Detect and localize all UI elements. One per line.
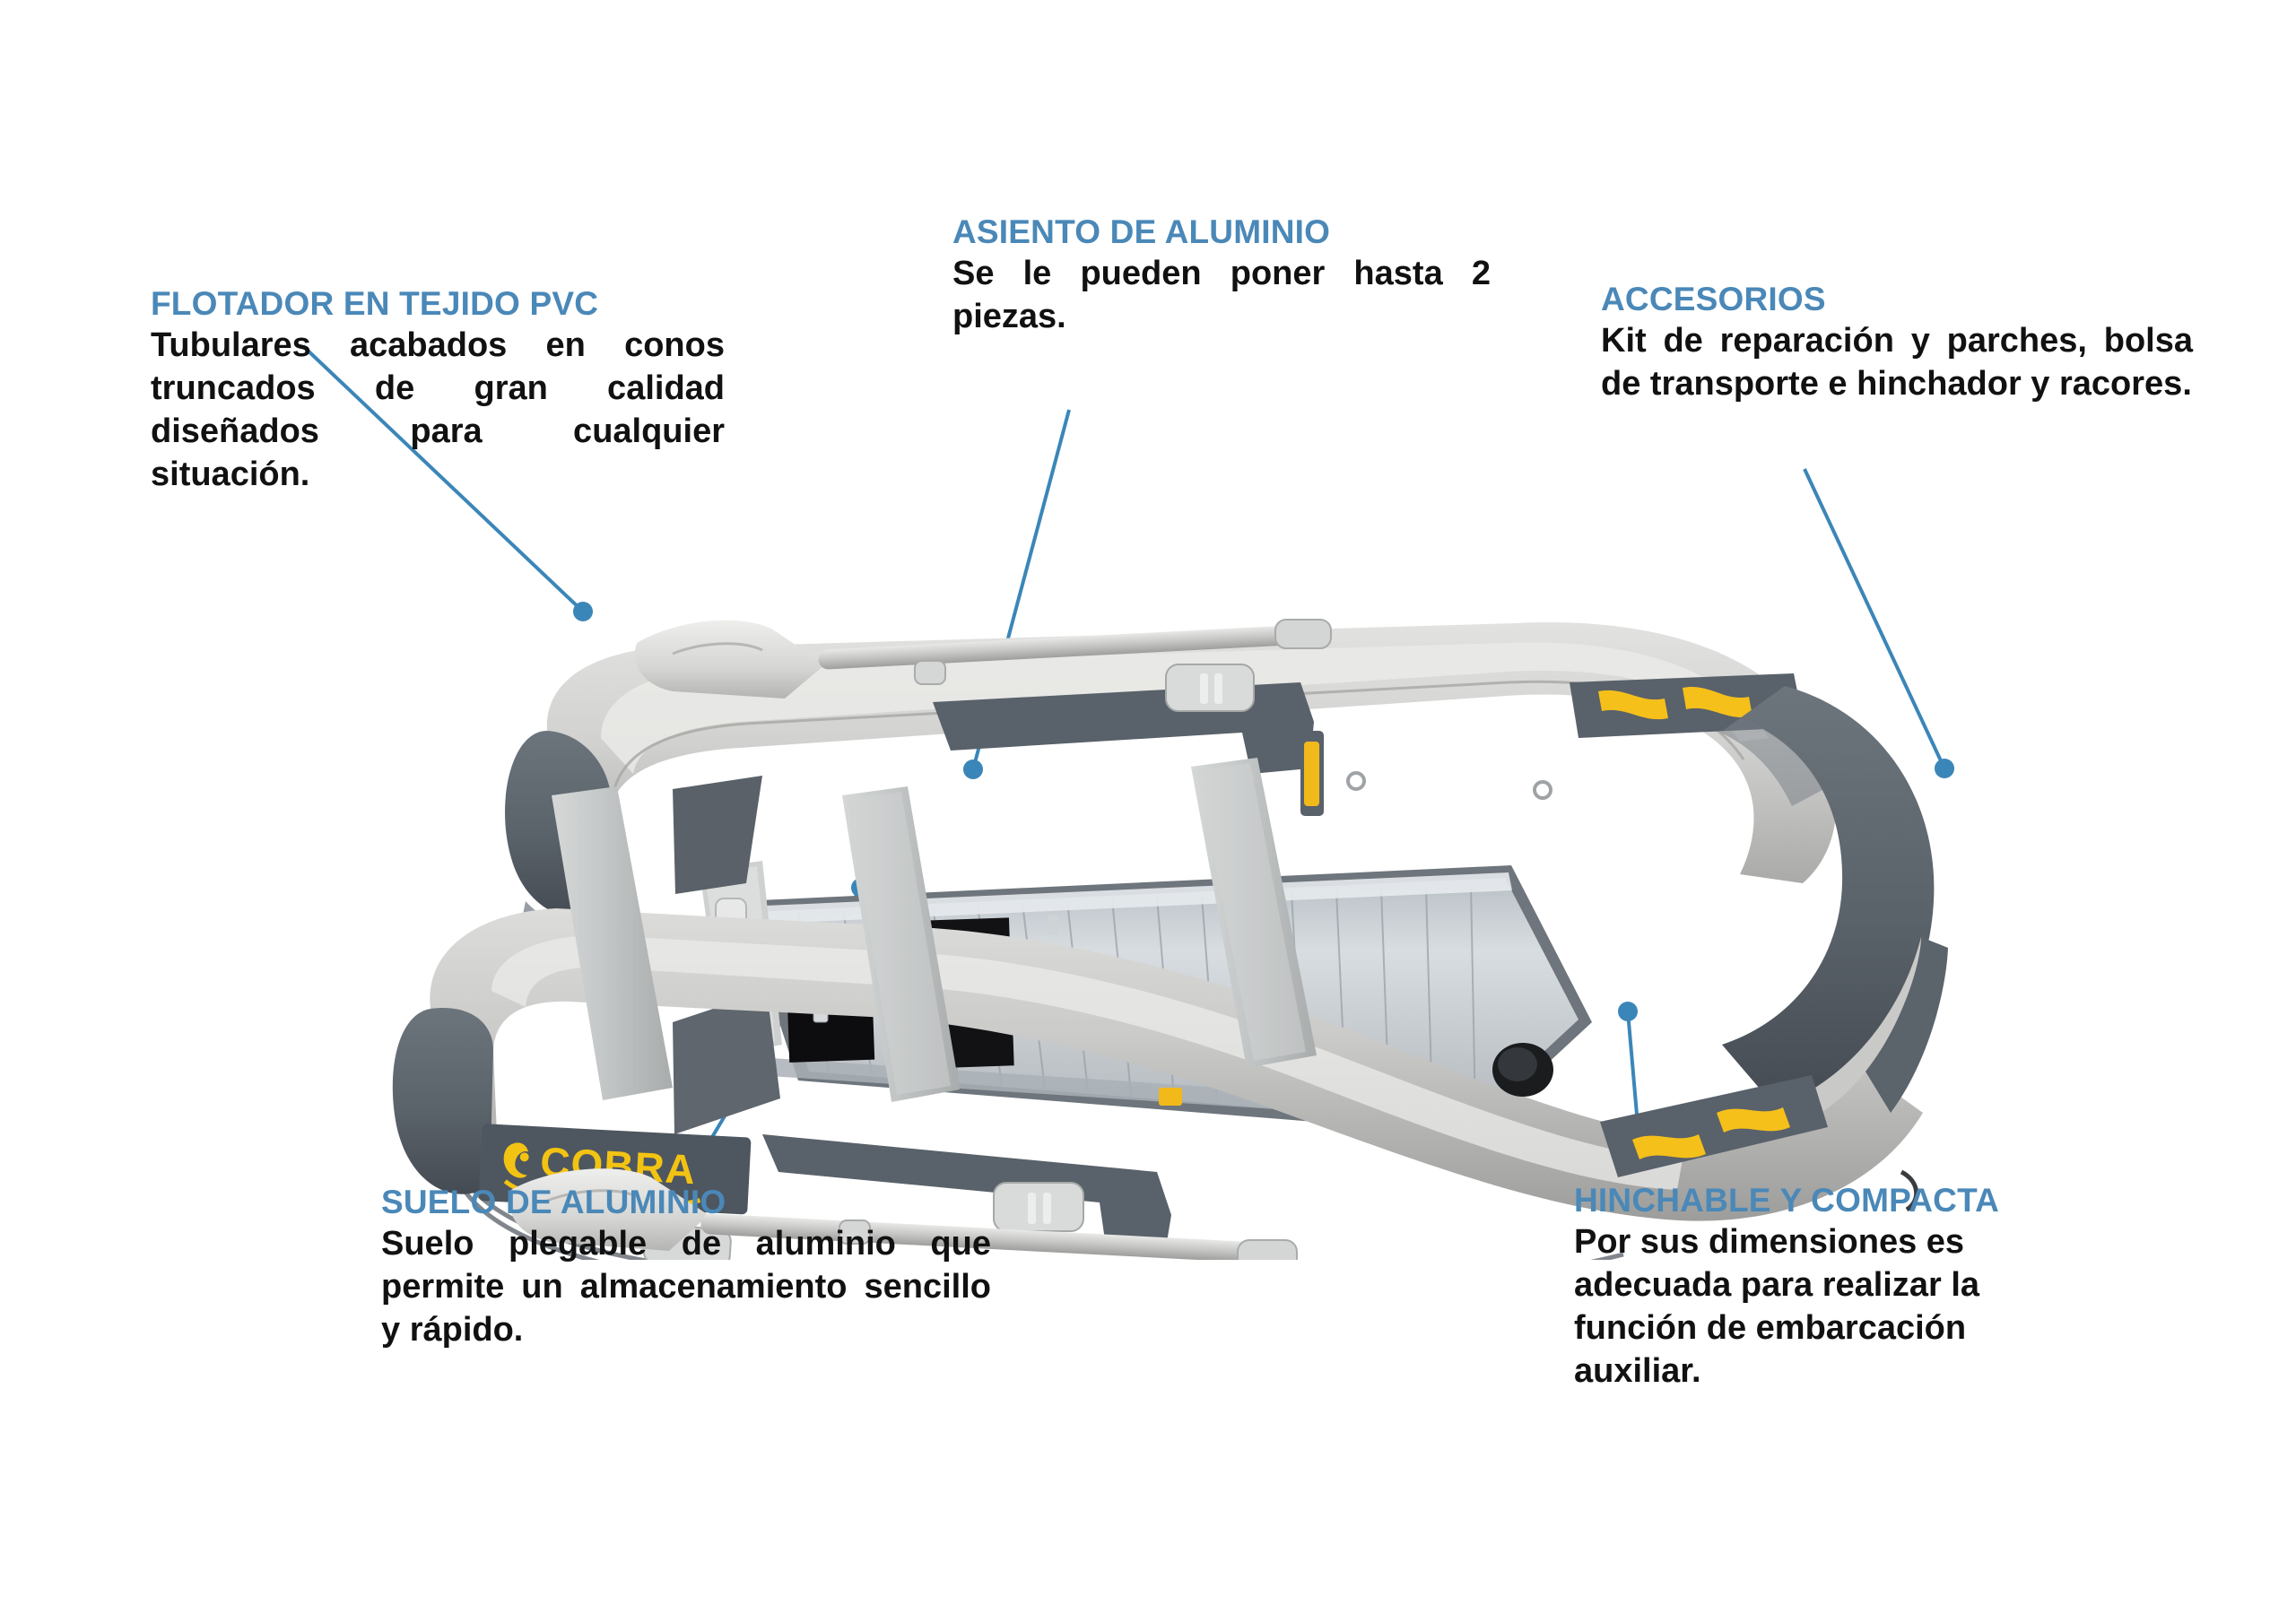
- lower-tube-patch: [762, 1134, 1171, 1247]
- floor-strap-yellow: [1159, 1088, 1182, 1106]
- callout-asiento: ASIENTO DE ALUMINIO Se le pueden poner h…: [952, 213, 1491, 339]
- oar-clip-upper: [914, 660, 946, 685]
- callout-suelo-title: SUELO DE ALUMINIO: [381, 1184, 726, 1220]
- callout-flotador: FLOTADOR EN TEJIDO PVC Tubulares acabado…: [151, 285, 725, 497]
- bench-seat-aft: [842, 786, 960, 1102]
- oarlock: [1165, 664, 1255, 712]
- stern-cone-lower-left: [392, 1008, 493, 1194]
- bench-seat-forward: [552, 786, 673, 1100]
- grab-handle-yellow-lower: [1600, 1075, 1828, 1177]
- callout-flotador-body: Tubulares acabados en conos truncados de…: [151, 326, 725, 494]
- bow-side-gusset: [673, 776, 762, 894]
- product-photo-inflatable-boat: COBRA NT: [377, 507, 2018, 1260]
- bench-seat-mid: [1191, 758, 1317, 1068]
- oar-clip-lower: [839, 1219, 871, 1245]
- upper-grab-strap-yellow: [1304, 742, 1319, 806]
- bow-cone-right: [1720, 686, 1944, 1140]
- oar-upper: [634, 619, 1332, 699]
- callout-suelo-body: Suelo plegable de aluminio que permite u…: [381, 1225, 991, 1350]
- stern-gusset: [673, 991, 780, 1134]
- callout-flotador-title: FLOTADOR EN TEJIDO PVC: [151, 285, 599, 322]
- callout-hinchable-title: HINCHABLE Y COMPACTA: [1574, 1182, 2000, 1219]
- callout-asiento-title: ASIENTO DE ALUMINIO: [952, 213, 1331, 250]
- callout-accesorios: ACCESORIOS Kit de reparación y parches, …: [1601, 281, 2193, 406]
- callout-hinchable: HINCHABLE Y COMPACTA Por sus dimensiones…: [1574, 1182, 2076, 1393]
- callout-asiento-body: Se le pueden poner hasta 2 piezas.: [952, 255, 1491, 336]
- callout-accesorios-title: ACCESORIOS: [1601, 281, 1826, 317]
- callout-suelo: SUELO DE ALUMINIO Suelo plegable de alum…: [381, 1184, 991, 1352]
- callout-accesorios-body: Kit de reparación y parches, bolsa de tr…: [1601, 322, 2193, 404]
- oarlock-lower: [993, 1182, 1084, 1232]
- callout-hinchable-body: Por sus dimensiones es adecuada para rea…: [1574, 1223, 1980, 1391]
